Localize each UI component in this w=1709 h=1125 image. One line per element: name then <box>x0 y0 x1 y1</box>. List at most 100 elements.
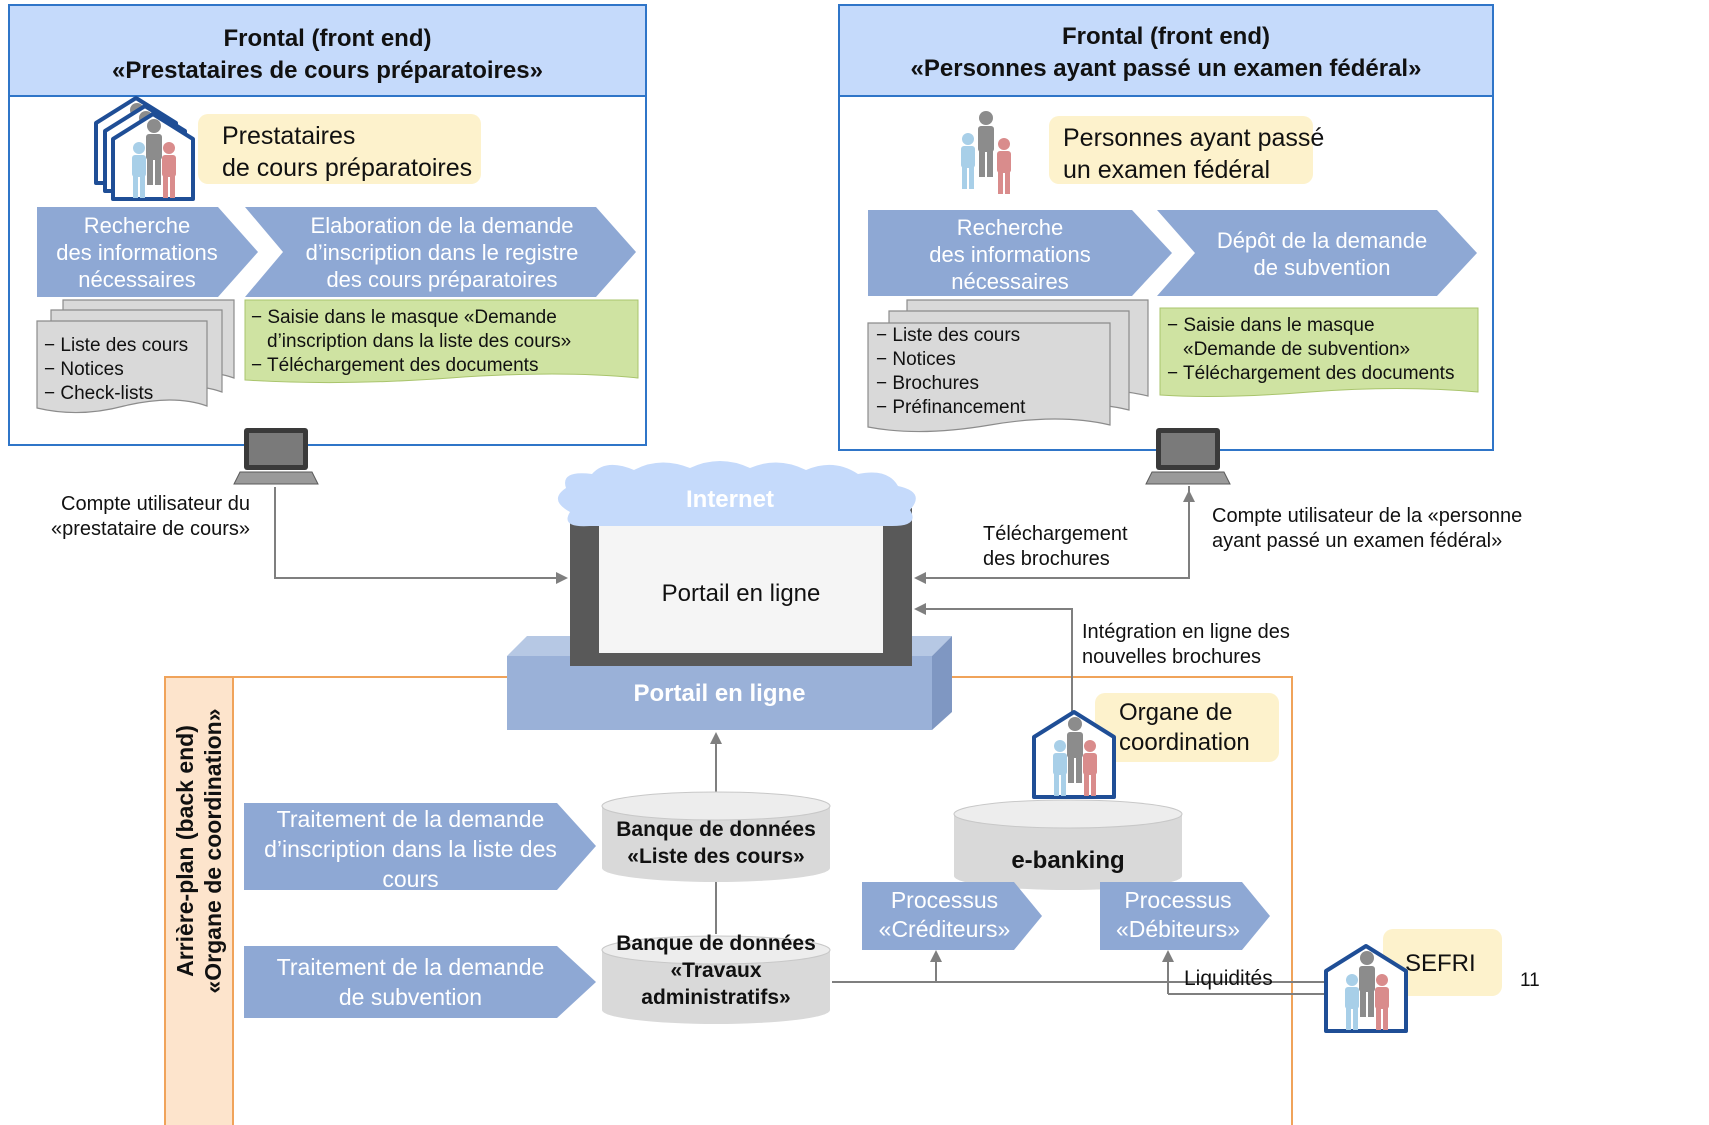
left-account-line2: «prestataire de cours» <box>50 518 250 540</box>
db-admin-line2: «Travaux <box>670 959 762 982</box>
backend-title-line2: «Organe de coordination» <box>200 708 226 994</box>
creditors-label: Processus «Créditeurs» <box>862 886 1027 944</box>
right-role-line2: un examen fédéral <box>1063 156 1271 184</box>
db-courses-line2: «Liste des cours» <box>627 845 805 868</box>
inscription-process-label: Traitement de la demande d’inscription d… <box>244 804 577 894</box>
left-documents-list: − Liste des cours − Notices − Check-list… <box>44 334 188 406</box>
left-step2-line3: des cours préparatoires <box>326 267 558 292</box>
left-doc-item: − Check-lists <box>44 383 154 404</box>
database-icon <box>953 799 1183 890</box>
right-account-line2: ayant passé un examen fédéral» <box>1212 530 1503 552</box>
left-frontend-title: Frontal (front end) «Prestataires de cou… <box>9 23 646 87</box>
creditors-line2: «Créditeurs» <box>878 916 1011 942</box>
laptop-icon <box>1145 427 1231 485</box>
left-role-line1: Prestataires <box>222 122 356 150</box>
right-action-item: − Saisie dans le masque <box>1167 315 1375 336</box>
left-action-item: − Téléchargement des documents <box>251 355 539 376</box>
right-step2-chevron <box>1157 210 1477 296</box>
portal-screen <box>570 508 912 666</box>
right-role-label: Personnes ayant passé un examen fédéral <box>1063 122 1324 186</box>
right-doc-item: − Préfinancement <box>876 397 1026 418</box>
left-account-line1: Compte utilisateur du <box>61 493 250 515</box>
backend-title-line1: Arrière-plan (back end) <box>172 725 198 977</box>
debtors-line2: «Débiteurs» <box>1115 916 1241 942</box>
page-number: 11 <box>1520 970 1540 991</box>
inscription-process-chevron <box>244 803 596 890</box>
inscription-line2: d’inscription dans la liste des <box>264 836 557 862</box>
right-step1-line3: nécessaires <box>951 269 1069 294</box>
debtors-chevron <box>1100 882 1270 950</box>
debtors-label: Processus «Débiteurs» <box>1100 886 1256 944</box>
sefri-note <box>1383 929 1502 996</box>
integration-line1: Intégration en ligne des <box>1082 621 1290 643</box>
integration-line2: nouvelles brochures <box>1082 646 1261 668</box>
right-account-line1: Compte utilisateur de la «personne <box>1212 505 1523 527</box>
inscription-line1: Traitement de la demande <box>276 806 545 832</box>
right-documents-list: − Liste des cours − Notices − Brochures … <box>876 324 1025 420</box>
right-role-line1: Personnes ayant passé <box>1063 124 1325 152</box>
left-title-line2: «Prestataires de cours préparatoires» <box>112 57 543 84</box>
right-action-item: − Téléchargement des documents <box>1167 363 1455 384</box>
db-courses-label: Banque de données «Liste des cours» <box>602 816 830 870</box>
liquidity-label: Liquidités <box>1184 967 1273 990</box>
right-actions-note <box>1159 307 1479 397</box>
left-role-note <box>198 114 481 184</box>
left-account-label: Compte utilisateur du «prestataire de co… <box>36 492 250 542</box>
left-step2-chevron <box>245 207 636 297</box>
right-title-line1: Frontal (front end) <box>1062 23 1270 50</box>
left-step1-line2: des informations <box>56 240 218 265</box>
left-role-label: Prestataires de cours préparatoires <box>222 120 472 184</box>
inscription-line3: cours <box>382 866 439 892</box>
left-step1-label: Recherche des informations nécessaires <box>37 212 237 293</box>
creditors-line1: Processus <box>890 887 999 913</box>
db-courses-line1: Banque de données <box>616 818 816 841</box>
left-role-line2: de cours préparatoires <box>222 154 473 182</box>
left-actions-note <box>244 299 639 384</box>
right-frontend-title: Frontal (front end) «Personnes ayant pas… <box>839 21 1493 85</box>
sefri-label: SEFRI <box>1405 950 1476 977</box>
left-doc-item: − Notices <box>44 359 124 380</box>
organe-note <box>1095 693 1279 762</box>
organe-label: Organe de coordination <box>1119 698 1250 758</box>
integration-label: Intégration en ligne des nouvelles broch… <box>1082 620 1290 670</box>
left-action-item: d’inscription dans la liste des cours» <box>267 331 572 352</box>
subvention-line2: de subvention <box>338 984 483 1010</box>
connectors <box>274 486 1335 995</box>
left-title-line1: Frontal (front end) <box>223 25 432 52</box>
left-step2-line1: Elaboration de la demande <box>310 213 574 238</box>
left-action-item: − Saisie dans le masque «Demande <box>251 307 557 328</box>
db-admin-line1: Banque de données <box>616 932 816 955</box>
left-actions-list: − Saisie dans le masque «Demande d’inscr… <box>251 306 571 378</box>
download-line2: des brochures <box>983 548 1110 570</box>
right-title-line2: «Personnes ayant passé un examen fédéral… <box>910 55 1422 82</box>
database-icon <box>601 791 831 882</box>
ebanking-label: e-banking <box>1011 847 1125 874</box>
laptop-icon <box>233 427 319 485</box>
creditors-chevron <box>862 882 1042 950</box>
right-step1-line2: des informations <box>929 242 1091 267</box>
internet-label: Internet <box>685 486 774 513</box>
organe-line1: Organe de <box>1119 699 1233 726</box>
portal-box-label: Portail en ligne <box>633 680 806 707</box>
right-account-label: Compte utilisateur de la «personne ayant… <box>1212 504 1522 554</box>
debtors-line1: Processus <box>1124 887 1232 913</box>
left-step1-line1: Recherche <box>83 213 191 238</box>
subvention-process-label: Traitement de la demande de subvention <box>244 952 577 1012</box>
left-step2-label: Elaboration de la demande d’inscription … <box>283 212 601 293</box>
left-step1-chevron <box>37 207 258 297</box>
right-doc-item: − Brochures <box>876 373 979 394</box>
download-line1: Téléchargement <box>983 523 1128 545</box>
right-step1-label: Recherche des informations nécessaires <box>868 214 1152 295</box>
right-step2-line1: Dépôt de la demande <box>1216 228 1428 253</box>
right-step1-chevron <box>868 210 1172 296</box>
right-step1-line1: Recherche <box>956 215 1064 240</box>
db-admin-line3: administratifs» <box>641 986 791 1009</box>
left-step2-line2: d’inscription dans le registre <box>305 240 579 265</box>
right-action-item: «Demande de subvention» <box>1183 339 1411 360</box>
left-documents-stack <box>36 299 235 414</box>
right-actions-list: − Saisie dans le masque «Demande de subv… <box>1167 314 1454 386</box>
portal-screen-label: Portail en ligne <box>661 580 821 607</box>
database-icon <box>601 935 831 1024</box>
